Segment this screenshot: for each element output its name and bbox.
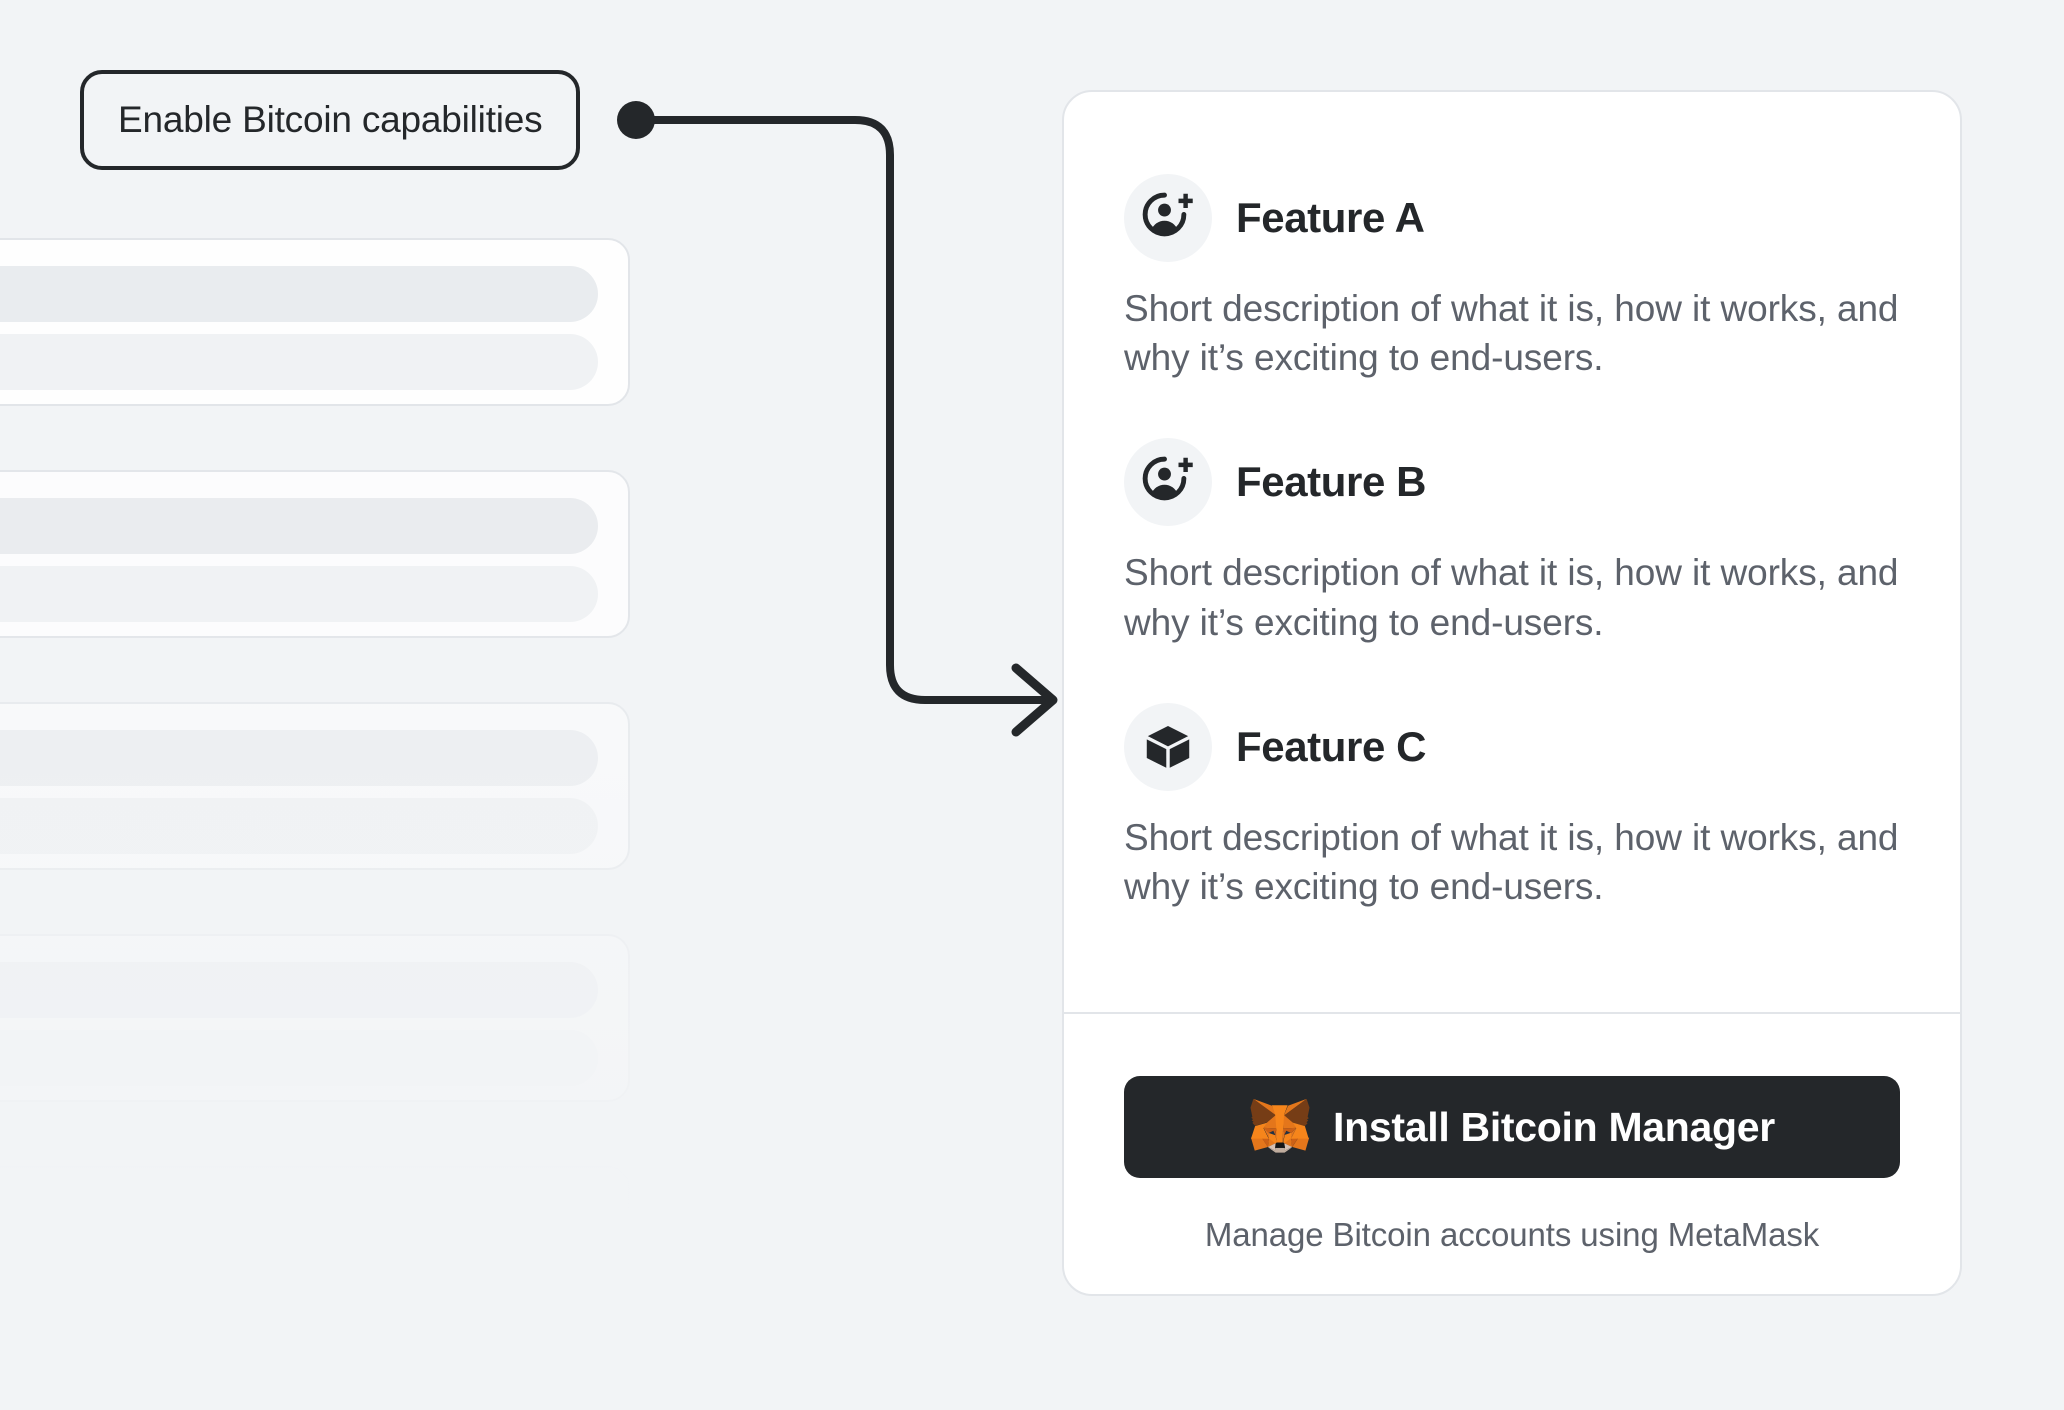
bitcoin-capabilities-card: Feature A Short description of what it i…: [1062, 90, 1962, 1296]
feature-item-a: Feature A Short description of what it i…: [1124, 174, 1900, 382]
skeleton-bar-primary: [0, 730, 598, 786]
skeleton-placeholder-list: [0, 238, 630, 1408]
skeleton-bar-secondary: [0, 334, 598, 390]
feature-title: Feature A: [1236, 194, 1425, 241]
feature-description: Short description of what it is, how it …: [1124, 288, 1899, 379]
skeleton-card: [0, 702, 630, 870]
skeleton-bar-secondary: [0, 1030, 598, 1086]
skeleton-bar-primary: [0, 962, 598, 1018]
metamask-fox-icon: [1249, 1097, 1311, 1158]
feature-description: Short description of what it is, how it …: [1124, 552, 1899, 643]
install-bitcoin-manager-button[interactable]: Install Bitcoin Manager: [1124, 1076, 1900, 1178]
install-caption: Manage Bitcoin accounts using MetaMask: [1204, 1216, 1820, 1253]
arrow-right-icon: [1011, 663, 1058, 737]
feature-item-b: Feature B Short description of what it i…: [1124, 438, 1900, 646]
callout-label-text: Enable Bitcoin capabilities: [118, 99, 543, 140]
add-user-icon: [1124, 438, 1212, 527]
install-section: Install Bitcoin Manager Manage Bitcoin a…: [1064, 1014, 1960, 1294]
skeleton-bar-secondary: [0, 1262, 598, 1318]
skeleton-bar-primary: [0, 1194, 598, 1250]
skeleton-bar-primary: [0, 266, 598, 322]
skeleton-bar-secondary: [0, 798, 598, 854]
skeleton-card: [0, 1166, 630, 1334]
add-user-icon: [1124, 174, 1212, 262]
feature-header: Feature A: [1124, 174, 1900, 262]
install-button-label: Install Bitcoin Manager: [1333, 1103, 1775, 1150]
cube-icon: [1124, 702, 1212, 791]
skeleton-card: [0, 238, 630, 406]
features-list: Feature A Short description of what it i…: [1064, 92, 1960, 964]
feature-header: Feature C: [1124, 702, 1900, 791]
feature-title: Feature B: [1236, 458, 1427, 506]
skeleton-bar-primary: [0, 498, 598, 554]
feature-title: Feature C: [1236, 722, 1427, 770]
feature-item-c: Feature C Short description of what it i…: [1124, 702, 1900, 911]
feature-description: Short description of what it is, how it …: [1124, 816, 1899, 908]
skeleton-card: [0, 470, 630, 638]
feature-header: Feature B: [1124, 438, 1900, 527]
card-divider: [1064, 1012, 1960, 1014]
connector-path: [632, 116, 1054, 704]
callout-label: Enable Bitcoin capabilities: [80, 70, 581, 170]
skeleton-card: [0, 934, 630, 1102]
skeleton-bar-secondary: [0, 566, 598, 622]
connector-dot-icon: [617, 101, 655, 139]
